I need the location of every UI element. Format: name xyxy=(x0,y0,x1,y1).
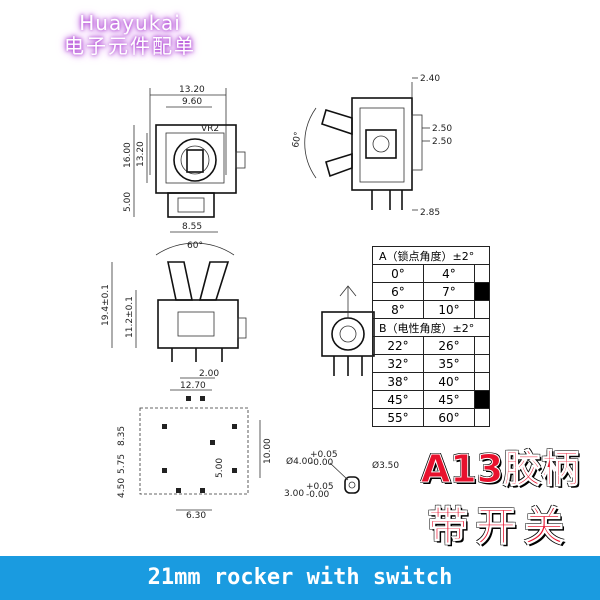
promo-title: A13胶柄 xyxy=(420,447,580,492)
table-row-a1: 0°4° xyxy=(372,264,490,283)
dim-d3-5: Ø3.50 xyxy=(372,460,399,471)
top-view: 13.20 9.60 VR2 16.00 13.20 5.00 8.55 xyxy=(123,85,246,233)
front-view: 60° 19.4±0.1 11.2±0.1 xyxy=(101,241,247,362)
dim-d4-minus: -0.00 xyxy=(310,458,334,468)
potentiometer-view xyxy=(321,285,375,376)
watermark: Huayukai 电子元件配单 xyxy=(40,12,220,58)
angle-table: A（锁点角度）±2° 0°4° 6°7° 8°10° B（电性角度）±2° 22… xyxy=(372,246,490,427)
table-row-b4: 45°45° xyxy=(372,390,490,409)
promo-subtitle: 带开关 xyxy=(428,504,572,551)
dim-3-minus: -0.00 xyxy=(306,490,330,500)
dim-6-30: 6.30 xyxy=(186,511,206,521)
dim-d4: Ø4.00 xyxy=(286,456,313,467)
dim-13-20-top: 13.20 xyxy=(179,85,205,95)
dim-8-35: 8.35 xyxy=(117,426,127,446)
dim-4-50: 4.50 xyxy=(117,478,127,498)
dim-3-plus: +0.05 xyxy=(306,482,334,492)
dim-9-60: 9.60 xyxy=(182,97,202,107)
table-header-b: B（电性角度）±2° xyxy=(372,318,490,337)
dim-10-00: 10.00 xyxy=(263,438,273,464)
dim-5-00-pcb: 5.00 xyxy=(215,458,225,478)
dim-12-70: 12.70 xyxy=(180,381,206,391)
table-row-a2: 6°7° xyxy=(372,282,490,301)
dim-8-55: 8.55 xyxy=(182,222,202,232)
dim-2-85: 2.85 xyxy=(420,208,440,218)
pcb-layout: 2.00 12.70 8.35 5.75 4.50 6.30 5.00 10.0… xyxy=(117,369,273,521)
dim-16-00: 16.00 xyxy=(123,142,133,168)
watermark-brand: Huayukai xyxy=(79,11,181,35)
dim-60-front: 60° xyxy=(187,241,203,251)
table-row-a3: 8°10° xyxy=(372,300,490,319)
dim-d4-plus: +0.05 xyxy=(310,450,338,460)
table-row-b5: 55°60° xyxy=(372,408,490,427)
bottom-banner: 21mm rocker with switch xyxy=(0,556,600,600)
table-row-b3: 38°40° xyxy=(372,372,490,391)
dim-11-2: 11.2±0.1 xyxy=(125,296,135,338)
dim-13-20-left: 13.20 xyxy=(136,141,146,167)
table-row-b1: 22°26° xyxy=(372,336,490,355)
dim-60-side: 60° xyxy=(291,131,304,148)
dim-19-4: 19.4±0.1 xyxy=(101,284,111,326)
dim-2-00: 2.00 xyxy=(199,369,219,379)
dim-2-50-b: 2.50 xyxy=(432,137,452,147)
dim-vr2: VR2 xyxy=(201,124,219,134)
dim-5-75: 5.75 xyxy=(117,454,127,474)
dim-2-50-a: 2.50 xyxy=(432,124,452,134)
table-row-b2: 32°35° xyxy=(372,354,490,373)
table-header-a: A（锁点角度）±2° xyxy=(372,246,490,265)
dim-3-00: 3.00 xyxy=(284,489,304,499)
dim-2-40: 2.40 xyxy=(420,74,440,84)
hole-detail: Ø4.00 +0.05 -0.00 Ø3.50 3.00 +0.05 -0.00 xyxy=(284,450,399,500)
watermark-subtitle: 电子元件配单 xyxy=(64,34,196,58)
side-view: 60° 2.40 2.50 2.50 2.85 xyxy=(291,74,452,218)
dim-5-00: 5.00 xyxy=(123,192,133,212)
